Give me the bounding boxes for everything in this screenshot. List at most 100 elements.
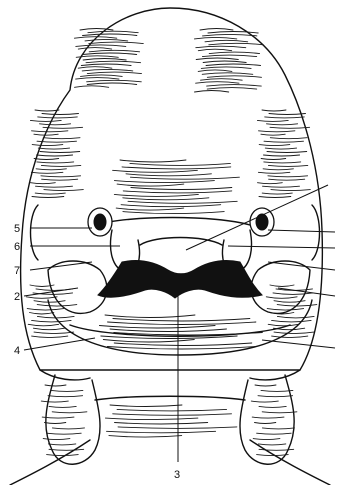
hatch-stroke	[209, 43, 263, 45]
hatch-stroke	[76, 45, 126, 47]
hatch-stroke	[87, 80, 142, 82]
hatch-stroke	[122, 167, 231, 169]
hatch-stroke	[38, 117, 78, 118]
hatch-stroke	[78, 67, 112, 69]
hatch-stroke	[258, 444, 285, 445]
hatch-stroke	[47, 455, 79, 456]
hatch-stroke	[207, 76, 261, 78]
hatch-stroke	[201, 79, 243, 81]
hatch-stroke	[258, 172, 290, 173]
hatch-stroke	[121, 205, 221, 207]
hatch-stroke	[259, 131, 295, 132]
hatch-stroke	[31, 183, 56, 184]
hatch-stroke	[38, 148, 69, 149]
hatch-stroke	[264, 141, 304, 142]
hatch-stroke	[194, 37, 236, 39]
hatch-stroke	[207, 88, 257, 90]
hatch-stroke	[34, 134, 58, 135]
hatch-stroke	[267, 152, 307, 153]
hatch-stroke	[261, 390, 293, 391]
label-5: 5	[14, 223, 20, 235]
hatch-stroke	[123, 191, 232, 193]
hatch-stroke	[32, 336, 68, 338]
label-6: 6	[14, 241, 20, 253]
hatch-stroke	[107, 431, 216, 433]
hatch-stroke	[109, 436, 182, 438]
hatch-stroke	[130, 177, 239, 179]
hatch-stroke	[37, 305, 77, 307]
hatch-stroke	[103, 340, 194, 343]
hatch-stroke	[42, 179, 78, 180]
hatch-stroke	[274, 332, 314, 334]
hatch-stroke	[268, 324, 299, 326]
hatch-stroke	[263, 186, 300, 187]
hatch-stroke	[47, 433, 82, 434]
hatch-stroke	[123, 198, 209, 200]
hatch-stroke	[113, 170, 198, 172]
hatch-stroke	[52, 412, 87, 413]
hatch-stroke	[78, 48, 111, 50]
hatch-stroke	[198, 70, 232, 72]
hatch-stroke	[82, 53, 136, 55]
stomodeum	[98, 260, 262, 298]
hatch-stroke	[123, 212, 224, 214]
hatch-stroke	[113, 414, 232, 416]
neck-outline	[40, 370, 300, 380]
hatch-stroke	[262, 412, 297, 413]
hatch-stroke	[272, 336, 308, 338]
hatch-stroke	[41, 176, 81, 177]
hatch-stroke	[206, 64, 261, 66]
hatch-stroke	[202, 73, 253, 75]
hatch-stroke	[99, 326, 215, 329]
hatch-stroke	[107, 347, 255, 350]
hatch-stroke	[253, 439, 280, 440]
hatch-stroke	[203, 61, 246, 63]
hatch-stroke	[75, 86, 109, 88]
hatch-stroke	[30, 313, 54, 315]
hatch-stroke	[40, 124, 71, 125]
hatch-stroke	[49, 406, 76, 407]
hatch-stroke	[268, 176, 308, 177]
hatch-stroke	[203, 34, 257, 36]
hatch-stroke	[257, 120, 288, 121]
hatch-stroke	[259, 197, 291, 198]
hatch-stroke	[269, 114, 306, 115]
hatch-stroke	[259, 406, 286, 407]
hatch-stroke	[201, 67, 251, 69]
hatch-stroke	[262, 193, 292, 194]
hatch-stroke	[196, 82, 239, 84]
hatch-stroke	[27, 309, 63, 311]
hatch-stroke	[26, 297, 57, 299]
hatch-stroke	[105, 315, 195, 318]
hatch-stroke	[200, 29, 233, 31]
hatch-stroke	[40, 152, 80, 153]
hatch-stroke	[259, 145, 290, 146]
hatch-stroke	[126, 174, 211, 176]
hatch-stroke	[43, 138, 80, 139]
hatch-stroke	[115, 423, 208, 425]
hatch-stroke	[76, 78, 119, 80]
hatch-stroke	[114, 343, 252, 346]
hatch-stroke	[271, 190, 310, 191]
hatch-stroke	[34, 332, 74, 334]
hatch-stroke	[202, 55, 256, 57]
hatch-stroke	[262, 428, 294, 429]
hatch-stroke	[251, 401, 278, 402]
hatch-stroke	[81, 64, 131, 66]
right-ear	[312, 205, 320, 260]
hatch-stroke	[131, 188, 232, 190]
hatch-stroke	[105, 418, 197, 420]
hatch-stroke	[35, 110, 59, 111]
label-2: 2	[14, 291, 20, 303]
hatch-stroke	[85, 39, 128, 41]
left-maxillary-process	[48, 261, 107, 313]
hatch-stroke	[51, 390, 83, 391]
hatch-stroke	[114, 181, 214, 183]
hatch-stroke	[117, 409, 227, 411]
hatch-stroke	[43, 127, 83, 128]
hatch-stroke	[272, 320, 312, 322]
hatch-stroke	[264, 155, 300, 156]
hatch-stroke	[32, 197, 64, 198]
hatch-stroke	[33, 328, 64, 330]
